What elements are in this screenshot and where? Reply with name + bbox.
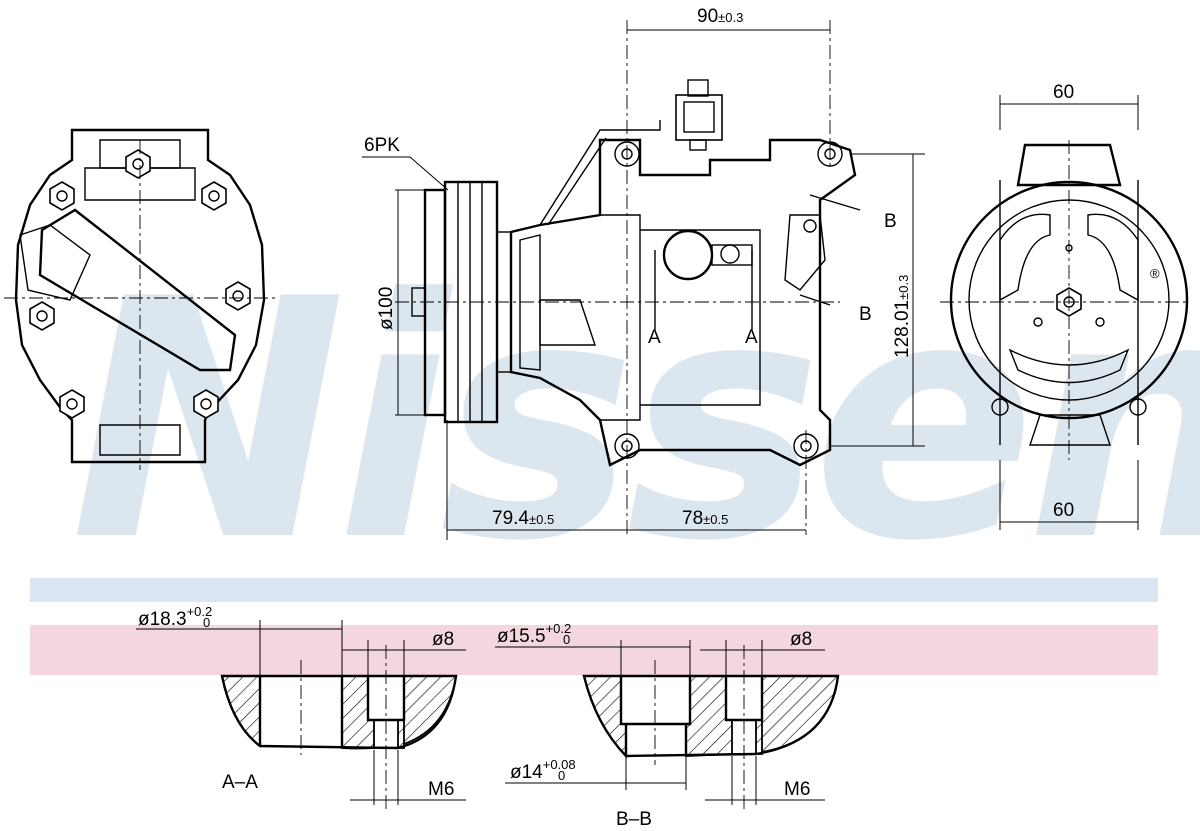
bb-inner-bore-dim: ø14+0.08 [510, 757, 576, 783]
aa-bore-dim: ø18.3+0.2 [138, 604, 212, 630]
dim-top-width-value: 90±0.3 [697, 6, 743, 27]
bb-title: B–B [616, 809, 652, 830]
blue-band [30, 578, 1158, 602]
dim-height-value: 128.01±0.3 [892, 275, 913, 358]
dim-mount-to-rear: 78±0.5 [682, 508, 728, 529]
bb-inner-tol-lower: 0 [558, 768, 565, 783]
bb-bore-tol-lower: 0 [563, 632, 570, 647]
aa-bore-tol-lower: 0 [203, 615, 210, 630]
front-view [4, 128, 276, 470]
dim-rear-top-width: 60 [1053, 82, 1074, 103]
side-view [395, 20, 861, 535]
section-aa [136, 620, 466, 810]
section-marker-a-right: A [745, 327, 758, 348]
label-pulley-type: 6PK [364, 135, 400, 156]
section-marker-a-left: A [648, 327, 661, 348]
registered-mark: ® [1150, 266, 1160, 281]
section-bb [495, 640, 840, 810]
section-marker-b-mid: B [859, 304, 872, 325]
aa-thread-dim: M6 [428, 779, 454, 800]
bb-hole-dim: ø8 [790, 629, 812, 650]
aa-title: A–A [222, 772, 258, 793]
section-marker-b-top: B [884, 211, 897, 232]
bb-bore-dim: ø15.5+0.2 [497, 621, 571, 647]
dim-rear-bottom-width: 60 [1053, 500, 1074, 521]
bb-thread-dim: M6 [784, 779, 810, 800]
bolt-icon [29, 149, 251, 419]
aa-hole-dim: ø8 [432, 629, 454, 650]
rear-view [940, 140, 1190, 460]
dim-pulley-diameter: ø100 [376, 287, 397, 330]
dim-front-to-mount: 79.4±0.5 [492, 508, 554, 529]
pink-band [30, 625, 1158, 675]
